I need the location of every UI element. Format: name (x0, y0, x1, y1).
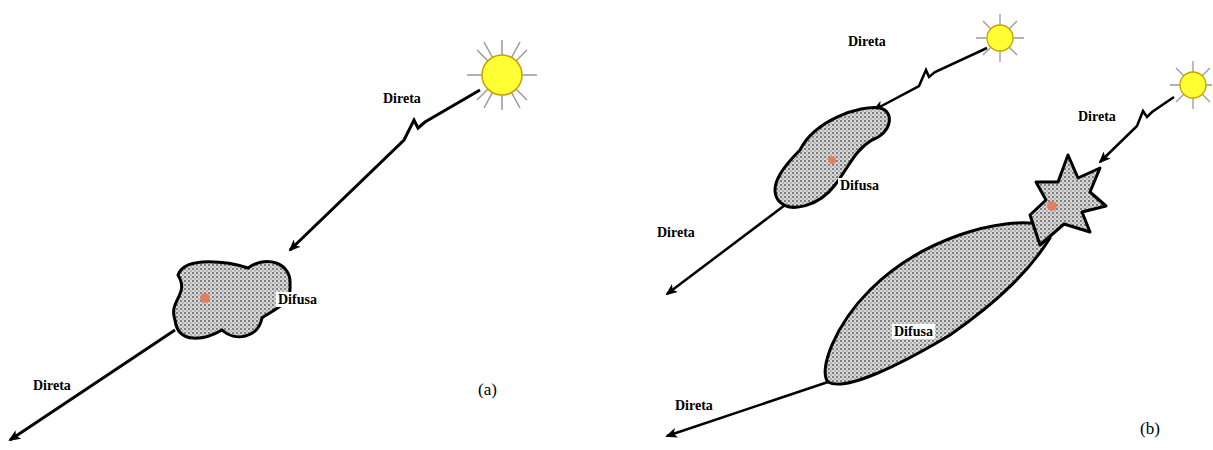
radiation-label: Direta (383, 91, 421, 106)
particle-dot (828, 156, 836, 164)
sun-symbol (1170, 61, 1212, 109)
scattering-star (1030, 155, 1106, 245)
scattering-cloud (174, 262, 291, 339)
panel-label: (a) (478, 381, 497, 400)
radiation-label: Difusa (838, 178, 881, 193)
scattering-cloud (775, 108, 889, 208)
radiation-label: Direta (848, 34, 886, 49)
panel-label: (b) (1140, 420, 1160, 439)
sun-symbol (467, 40, 537, 110)
radiation-label: Direta (657, 225, 695, 240)
radiation-label: Direta (675, 398, 713, 413)
particle-dot (200, 293, 210, 303)
radiation-label: Difusa (276, 292, 319, 307)
radiation-beam (667, 48, 1174, 436)
radiation-label: Direta (1078, 109, 1116, 124)
radiation-label: Direta (33, 378, 71, 393)
sun-symbol (976, 14, 1024, 62)
scattering-cloud (825, 223, 1050, 384)
particle-dot (1047, 201, 1057, 211)
radiation-beam (10, 90, 480, 440)
radiation-label: Difusa (892, 324, 935, 339)
